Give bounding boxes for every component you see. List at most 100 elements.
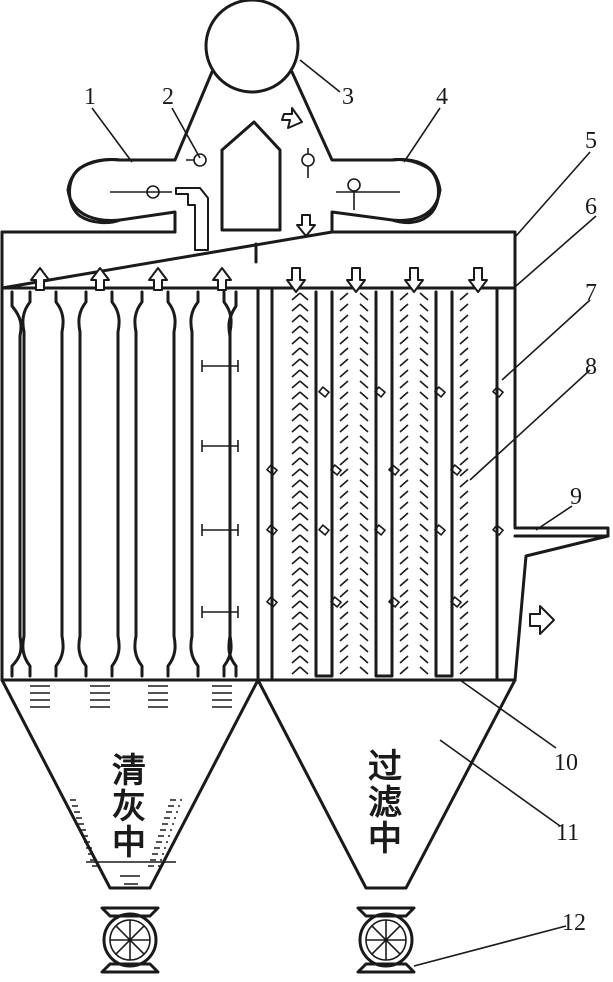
- label-1: 1: [84, 84, 96, 110]
- label-7: 7: [585, 280, 597, 306]
- right-valve-icon: [347, 178, 361, 192]
- dust-cake-hatch: [359, 292, 369, 675]
- downflow-arrow-icon: [296, 214, 316, 237]
- dust-settling-marks: [30, 685, 232, 885]
- central-poppet-box: [220, 120, 282, 232]
- bag-ring-icon: [201, 440, 239, 452]
- outlet-arrow-icon: [529, 605, 555, 635]
- valve-body: [102, 912, 158, 968]
- label-8: 8: [585, 354, 597, 380]
- inflated-filter-bag: [314, 290, 334, 678]
- left-state-char-2: 灰: [112, 787, 146, 827]
- label-11: 11: [556, 820, 579, 846]
- bag-clip-icon: [387, 596, 401, 608]
- label-6: 6: [585, 194, 597, 220]
- falling-dust-mark: [212, 685, 232, 708]
- right-hopper: [256, 678, 517, 890]
- right-state-char-2: 滤: [368, 783, 402, 823]
- left-state-char-1: 清: [112, 751, 146, 791]
- dust-cake-hatch: [399, 292, 409, 675]
- down-arrow-icon: [468, 267, 488, 293]
- top-header-assembly: [66, 0, 442, 264]
- bag-clip-icon: [265, 464, 279, 476]
- callout-numbers: 1 2 3 4 5 6 7 8 9 10 11 12: [84, 84, 597, 936]
- bag-clip-icon: [373, 386, 387, 398]
- left-hopper-state-text: 清 灰 中: [112, 751, 146, 863]
- dust-cake-hatch: [339, 292, 349, 675]
- accumulated-dust-mark: [86, 861, 176, 885]
- collapsed-filter-bag: [77, 290, 121, 678]
- valve-vanes: [366, 920, 406, 960]
- dust-cake-hatch: [291, 292, 301, 675]
- bag-ring-icon: [201, 606, 239, 618]
- bag-clip-icon: [433, 524, 447, 536]
- valve-flange: [100, 906, 160, 974]
- outlet-duct: [495, 286, 610, 682]
- falling-dust-mark: [90, 685, 110, 708]
- center-left-valve-icon: [193, 153, 207, 167]
- bag-clip-icon: [329, 464, 343, 476]
- bag-clip-icon: [373, 524, 387, 536]
- up-arrow-icon: [148, 267, 168, 291]
- bag-ring-icon: [201, 360, 239, 372]
- collapsed-filter-bag: [189, 290, 233, 678]
- label-5: 5: [585, 128, 597, 154]
- bag-clip-icon: [317, 386, 331, 398]
- bag-clip-icon: [329, 596, 343, 608]
- collapsed-filter-bag: [227, 290, 238, 678]
- up-arrow-icon: [30, 267, 50, 291]
- upflow-arrows: [30, 267, 232, 291]
- label-9: 9: [570, 484, 582, 510]
- right-chamber: [265, 290, 505, 678]
- up-arrow-icon: [212, 267, 232, 291]
- reverse-air-arrow-icon: [175, 187, 209, 251]
- left-tube-lobe: [66, 158, 122, 222]
- label-4: 4: [436, 84, 448, 110]
- bag-clip-icon: [449, 464, 463, 476]
- left-hopper: [0, 678, 260, 890]
- left-chamber: [10, 290, 239, 678]
- right-state-char-1: 过: [368, 747, 402, 787]
- down-arrow-icon: [286, 267, 306, 293]
- valve-flange: [356, 906, 416, 974]
- dust-cake-hatch: [419, 292, 429, 675]
- valve-vanes: [110, 920, 150, 960]
- label-2: 2: [162, 84, 174, 110]
- left-state-char-3: 中: [112, 823, 146, 863]
- right-rotary-valve-icon: [356, 906, 416, 974]
- dust-cake-hatch: [459, 292, 469, 675]
- bag-clip-icon: [265, 596, 279, 608]
- inflated-filter-bag: [434, 290, 454, 678]
- bag-clip-icon: [449, 596, 463, 608]
- dust-cake-hatch: [299, 292, 309, 675]
- inflated-filter-bag: [374, 290, 394, 678]
- bag-clip-icon: [317, 524, 331, 536]
- inlet-arrow-icon: [281, 107, 303, 129]
- accumulated-dust-mark: [70, 799, 182, 867]
- falling-dust-mark: [148, 685, 168, 708]
- left-valve-icon: [146, 185, 160, 199]
- right-tube-lobe: [390, 158, 442, 222]
- bag-clip-icon: [433, 386, 447, 398]
- bag-clip-icon: [265, 524, 279, 536]
- label-10: 10: [554, 750, 578, 776]
- right-hopper-state-text: 过 滤 中: [368, 747, 402, 859]
- leader-lines: [91, 59, 597, 967]
- collapsed-filter-bag: [133, 290, 177, 678]
- down-arrow-icon: [346, 267, 366, 293]
- label-12: 12: [562, 910, 586, 936]
- left-rotary-valve-icon: [100, 906, 160, 974]
- collapsed-filter-bag: [10, 290, 23, 678]
- bag-clip-icon: [387, 464, 401, 476]
- valve-body: [358, 912, 414, 968]
- downflow-arrows: [286, 267, 488, 293]
- center-partition-wall: [256, 286, 274, 682]
- right-state-char-3: 中: [368, 819, 402, 859]
- bag-ring-icon: [201, 524, 239, 536]
- top-fan-circle: [204, 0, 300, 94]
- up-arrow-icon: [90, 267, 110, 291]
- center-right-valve-icon: [301, 153, 315, 167]
- down-arrow-icon: [404, 267, 424, 293]
- falling-dust-mark: [30, 685, 50, 708]
